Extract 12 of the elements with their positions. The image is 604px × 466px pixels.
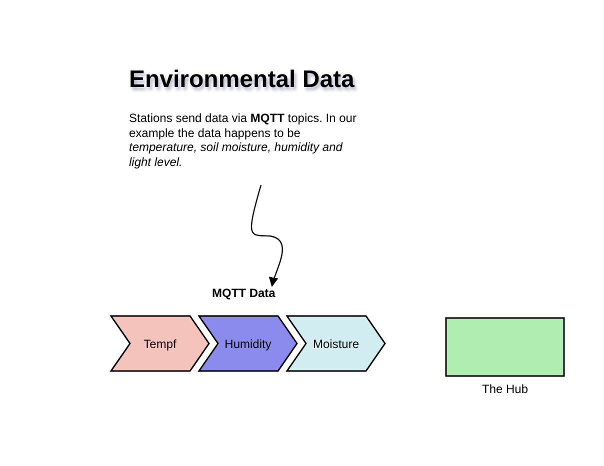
section-label: MQTT Data xyxy=(212,286,282,301)
chevron-label: Moisture xyxy=(312,336,360,350)
chevron-shape xyxy=(198,315,298,372)
chevron-label: Tempf xyxy=(142,336,178,350)
chevron-shape xyxy=(286,315,386,372)
chevron-label: Humidity xyxy=(224,336,272,350)
title: Environmental Data xyxy=(129,66,354,94)
chevron-shape xyxy=(110,315,210,372)
description-text: Stations send data via MQTT topics. In our example the data happens to be temperature, soil moisture, humidity and light level. xyxy=(129,111,361,185)
hub-box xyxy=(445,317,565,377)
arrow xyxy=(250,184,283,287)
box-caption: The Hub xyxy=(480,382,530,396)
